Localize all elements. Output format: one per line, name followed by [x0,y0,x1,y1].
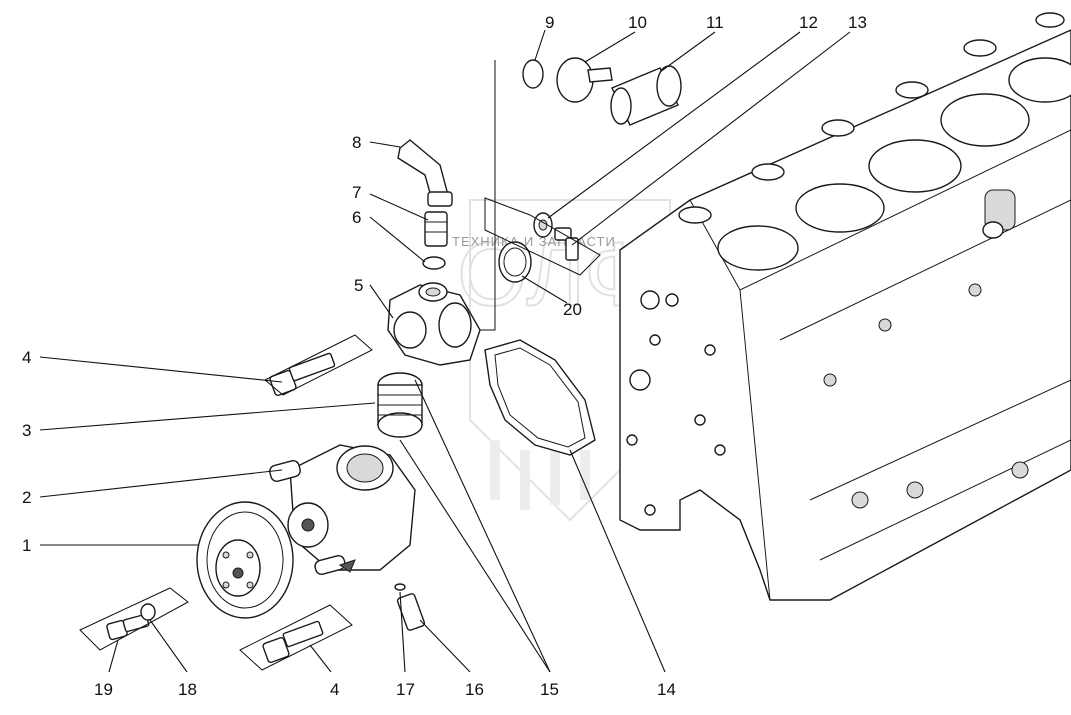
part-2-water-pump [269,444,416,575]
part-20-seal-ring [498,241,532,283]
callout-6: 6 [352,208,361,227]
part-1-pulley [196,501,294,619]
group-brackets [79,60,601,671]
callout-5: 5 [354,276,363,295]
part-4-bolt-upper [269,352,336,397]
callout-13: 13 [848,13,867,32]
callout-11: 11 [706,13,724,32]
watermark-text: ТЕХНИКА И ЗАПЧАСТИ [452,234,616,249]
callout-10: 10 [628,13,647,32]
callout-12: 12 [799,13,818,32]
callout-labels: 1 2 3 4 5 6 7 8 9 10 11 12 13 20 19 18 4… [22,13,867,699]
callout-4-lower: 4 [330,680,339,699]
part-10-clamp [556,57,613,103]
callout-4-upper: 4 [22,348,31,367]
part-5-housing [387,282,481,366]
callout-17: 17 [396,680,415,699]
callout-2: 2 [22,488,31,507]
part-4-bolt-lower [262,620,324,664]
callout-7: 7 [352,183,361,202]
callout-8: 8 [352,133,361,152]
callout-20: 20 [563,300,582,319]
callout-16: 16 [465,680,484,699]
callout-18: 18 [178,680,197,699]
callout-14: 14 [657,680,676,699]
part-14-gasket [484,339,596,456]
part-9-ring [522,59,544,89]
part-17-ring [394,583,406,591]
callout-19: 19 [94,680,113,699]
part-16-sensor [396,593,426,631]
part-11-sleeve [610,65,682,126]
part-6-o-ring [422,256,446,270]
callout-1: 1 [22,536,31,555]
part-3-pipe [377,372,423,438]
part-8-elbow [397,139,453,207]
callout-3: 3 [22,421,31,440]
engine-block [619,12,1071,601]
part-12-washer [533,212,553,238]
part-18-washer [140,603,156,621]
callout-9: 9 [545,13,554,32]
callout-15: 15 [540,680,559,699]
leader-lines [39,29,851,673]
part-7-union [424,211,448,247]
